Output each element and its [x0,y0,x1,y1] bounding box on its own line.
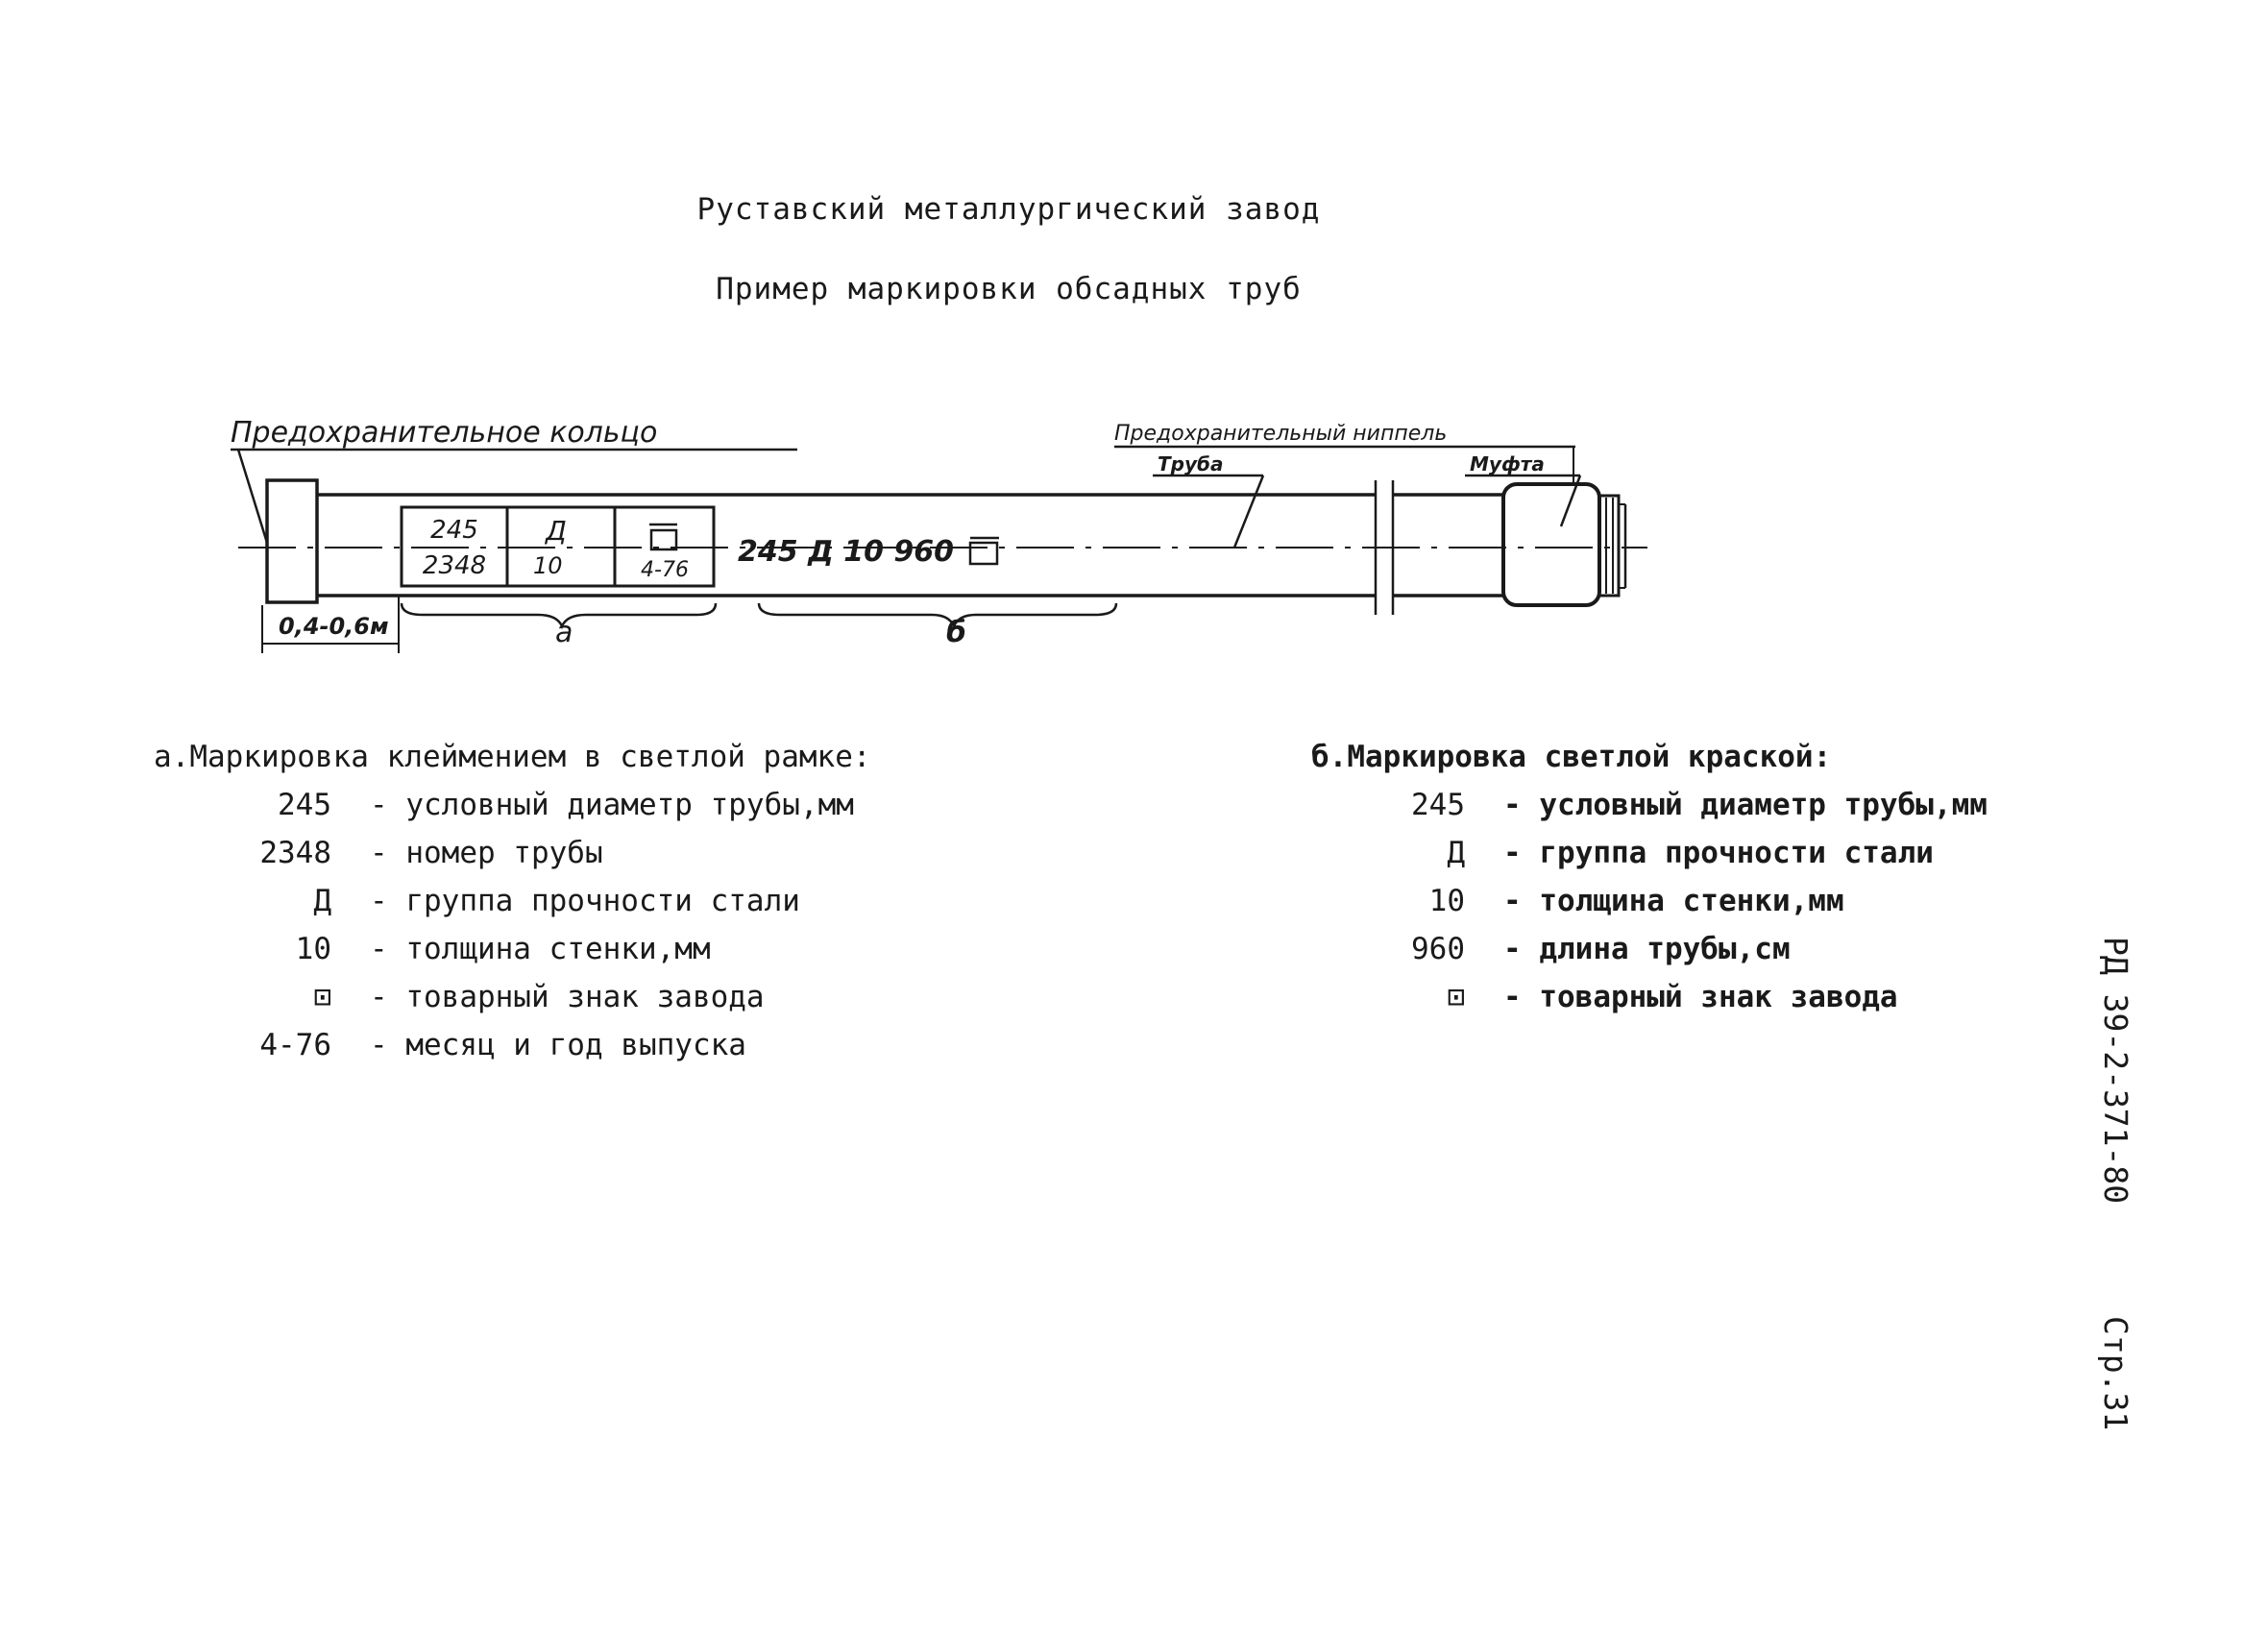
legend-b-item-desc: - товарный знак завода [1503,980,1898,1014]
legend-a-item: 245 - условный диаметр трубы,мм [154,788,1018,836]
paint-marking-legend: б.Маркировка светлой краской: 245 - услов… [1311,740,2176,1028]
legend-b-item-code: ⊡ [1447,980,1465,1014]
stamp-marking-legend: а.Маркировка клеймением в светлой рамке:… [154,740,1018,1076]
pipe-label: Труба [1158,452,1223,476]
legend-a-item-desc: - месяц и год выпуска [370,1028,746,1062]
nipple-label: Предохранительный ниппель [1114,422,1447,446]
ring-dimension: 0,4-0,6м [279,613,389,640]
brace-a-label: а [555,616,573,649]
legend-a-item: 2348 - номер трубы [154,836,1018,884]
plant-title: Руставский металлургический завод [696,192,1321,227]
legend-a-item-desc: - толщина стенки,мм [370,932,711,966]
stamp-cell-3-bottom: 4-76 [641,558,689,582]
document-subtitle: Пример маркировки обсадных труб [716,272,1302,306]
page-number: Стр.31 [2097,1316,2134,1431]
legend-a-item: Д - группа прочности стали [154,884,1018,932]
legend-a-item-code: ⊡ [313,980,331,1014]
stamp-cell-1-top: 245 [430,516,478,545]
legend-a-item-code: 2348 [259,836,331,870]
legend-a-item-code: Д [313,884,331,918]
stamp-cell-2-top: Д [544,515,567,547]
legend-b-item: ⊡ - товарный знак завода [1311,980,2176,1028]
legend-b-item-code: 245 [1411,788,1465,822]
legend-a-item: ⊡ - товарный знак завода [154,980,1018,1028]
legend-b-item-code: 960 [1411,932,1465,966]
legend-a-item-desc: - условный диаметр трубы,мм [370,788,854,822]
legend-b-item-desc: - условный диаметр трубы,мм [1503,788,1988,822]
stamp-cell-2-bottom: 10 [533,552,563,579]
legend-a-item: 4-76 - месяц и год выпуска [154,1028,1018,1076]
legend-a-heading: а.Маркировка клеймением в светлой рамке: [154,740,871,774]
legend-a-item-desc: - товарный знак завода [370,980,765,1014]
legend-b-item: Д - группа прочности стали [1311,836,2176,884]
legend-b-item-code: Д [1447,836,1465,870]
ring-label: Предохранительное кольцо [231,416,657,450]
document-code: РД 39-2-371-80 [2097,937,2134,1205]
legend-b-item-desc: - толщина стенки,мм [1503,884,1844,918]
legend-a-item: 10 - толщина стенки,мм [154,932,1018,980]
legend-b-item-desc: - длина трубы,см [1503,932,1791,966]
legend-a-item-desc: - номер трубы [370,836,603,870]
coupling-label: Муфта [1470,452,1545,476]
legend-b-item-desc: - группа прочности стали [1503,836,1934,870]
legend-a-item-code: 10 [295,932,331,966]
legend-a-item-code: 4-76 [259,1028,331,1062]
legend-b-item: 960 - длина трубы,см [1311,932,2176,980]
legend-b-item-code: 10 [1428,884,1465,918]
legend-b-item: 245 - условный диаметр трубы,мм [1311,788,2176,836]
legend-b-heading: б.Маркировка светлой краской: [1311,740,1832,774]
paint-marking-text: 245 Д 10 960 [738,535,954,569]
legend-b-item: 10 - толщина стенки,мм [1311,884,2176,932]
legend-a-item-desc: - группа прочности стали [370,884,800,918]
stamp-cell-1-bottom: 2348 [423,551,486,580]
legend-a-item-code: 245 [278,788,331,822]
pipe-marking-diagram: Предохранительное кольцо Предохранительн… [231,416,1647,653]
brace-b-label: б [946,616,966,649]
